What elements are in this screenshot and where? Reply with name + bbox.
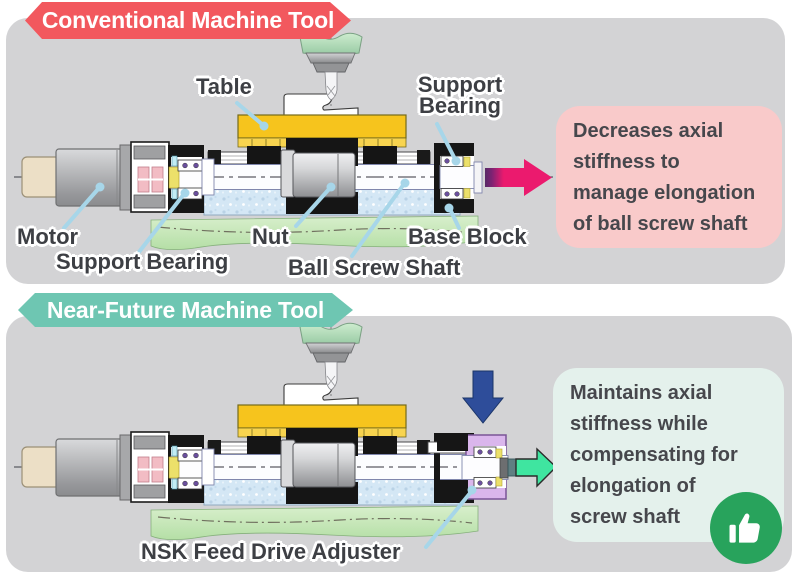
callout-line: Maintains axial xyxy=(570,382,713,404)
thumbs-up-badge xyxy=(710,492,782,564)
conventional-machine-drawing xyxy=(13,29,559,251)
blue-down-arrow xyxy=(461,370,505,424)
callout-line: screw shaft xyxy=(570,506,681,528)
ball-screw-shaft-label: Ball Screw Shaft xyxy=(288,255,461,280)
callout-line: stiffness to xyxy=(573,151,680,173)
base-block-label: Base Block xyxy=(408,224,527,249)
near-future-machine-drawing xyxy=(13,319,559,541)
mint-right-arrow xyxy=(515,447,558,488)
callout-line: stiffness while xyxy=(570,413,708,435)
conventional-callout-box: Decreases axial stiffness to manage elon… xyxy=(556,106,782,248)
table-label: Table xyxy=(196,74,252,99)
motor-label: Motor xyxy=(17,224,79,249)
callout-lines xyxy=(62,101,473,549)
nsk-feed-drive-adjuster-label: NSK Feed Drive Adjuster xyxy=(141,539,401,564)
conventional-banner: Conventional Machine Tool xyxy=(25,2,351,39)
callout-line: manage elongation xyxy=(573,182,756,204)
callout-line: of ball screw shaft xyxy=(573,213,748,235)
callout-dots xyxy=(95,121,477,495)
support-bearing-left-label: Support Bearing xyxy=(56,249,229,274)
support-bearing-right-label: Support Bearing xyxy=(417,72,503,118)
support-bearing-right-drawing xyxy=(439,155,483,200)
near-future-banner: Near-Future Machine Tool xyxy=(18,293,353,327)
callout-line: elongation of xyxy=(570,475,696,497)
callout-line: Decreases axial xyxy=(573,120,724,142)
callout-line: compensating for xyxy=(570,444,738,466)
pink-right-arrow xyxy=(485,159,552,196)
thumbs-up-icon xyxy=(724,506,768,550)
nut-label: Nut xyxy=(252,224,289,249)
